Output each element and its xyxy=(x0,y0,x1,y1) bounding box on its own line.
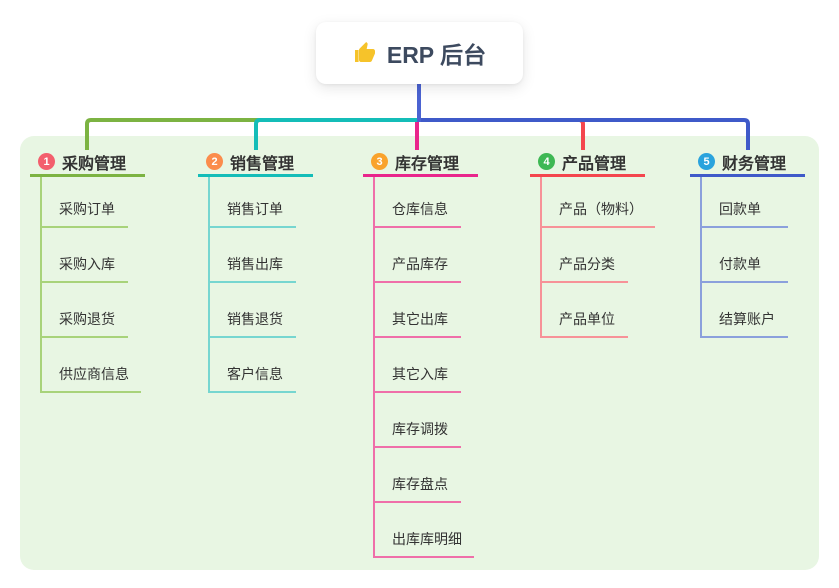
branch-header[interactable]: 4 产品管理 xyxy=(530,149,645,177)
child-item[interactable]: 产品单位 xyxy=(542,283,628,338)
branch-number-badge: 2 xyxy=(206,153,223,170)
child-item[interactable]: 其它出库 xyxy=(375,283,461,338)
branch-header[interactable]: 3 库存管理 xyxy=(363,149,478,177)
child-item[interactable]: 库存盘点 xyxy=(375,448,461,503)
branch-title: 财务管理 xyxy=(722,155,787,173)
branch-children: 产品（物料）产品分类产品单位 xyxy=(540,177,655,338)
root-title: ERP 后台 xyxy=(386,42,487,68)
child-item[interactable]: 销售退货 xyxy=(210,283,296,338)
child-item[interactable]: 采购入库 xyxy=(42,228,128,283)
branch-title: 销售管理 xyxy=(230,155,295,173)
branch-number-badge: 5 xyxy=(698,153,715,170)
child-item[interactable]: 出库库明细 xyxy=(375,503,474,558)
child-item[interactable]: 产品库存 xyxy=(375,228,461,283)
branch-children: 采购订单采购入库采购退货供应商信息 xyxy=(40,177,141,393)
branch-number-badge: 1 xyxy=(38,153,55,170)
branch-children: 回款单付款单结算账户 xyxy=(700,177,788,338)
branch-header[interactable]: 1 采购管理 xyxy=(30,149,145,177)
branch-children: 仓库信息产品库存其它出库其它入库库存调拨库存盘点出库库明细 xyxy=(373,177,474,558)
child-item[interactable]: 库存调拨 xyxy=(375,393,461,448)
child-item[interactable]: 仓库信息 xyxy=(375,177,461,228)
child-item[interactable]: 其它入库 xyxy=(375,338,461,393)
child-item[interactable]: 销售订单 xyxy=(210,177,296,228)
child-item[interactable]: 产品分类 xyxy=(542,228,628,283)
child-item[interactable]: 回款单 xyxy=(702,177,788,228)
child-item[interactable]: 供应商信息 xyxy=(42,338,141,393)
root-node[interactable]: ERP 后台 xyxy=(316,22,523,84)
branch-children: 销售订单销售出库销售退货客户信息 xyxy=(208,177,296,393)
child-item[interactable]: 结算账户 xyxy=(702,283,788,338)
child-item[interactable]: 产品（物料） xyxy=(542,177,655,228)
child-item[interactable]: 销售出库 xyxy=(210,228,296,283)
branch-number-badge: 4 xyxy=(538,153,555,170)
mindmap-panel xyxy=(20,136,819,570)
branch-number-badge: 3 xyxy=(371,153,388,170)
branch-title: 库存管理 xyxy=(395,155,460,173)
branch-title: 产品管理 xyxy=(562,155,627,173)
child-item[interactable]: 采购退货 xyxy=(42,283,128,338)
thumbs-up-icon xyxy=(353,41,377,65)
child-item[interactable]: 客户信息 xyxy=(210,338,296,393)
branch-header[interactable]: 5 财务管理 xyxy=(690,149,805,177)
branch-header[interactable]: 2 销售管理 xyxy=(198,149,313,177)
branch-title: 采购管理 xyxy=(62,155,127,173)
child-item[interactable]: 采购订单 xyxy=(42,177,128,228)
child-item[interactable]: 付款单 xyxy=(702,228,788,283)
